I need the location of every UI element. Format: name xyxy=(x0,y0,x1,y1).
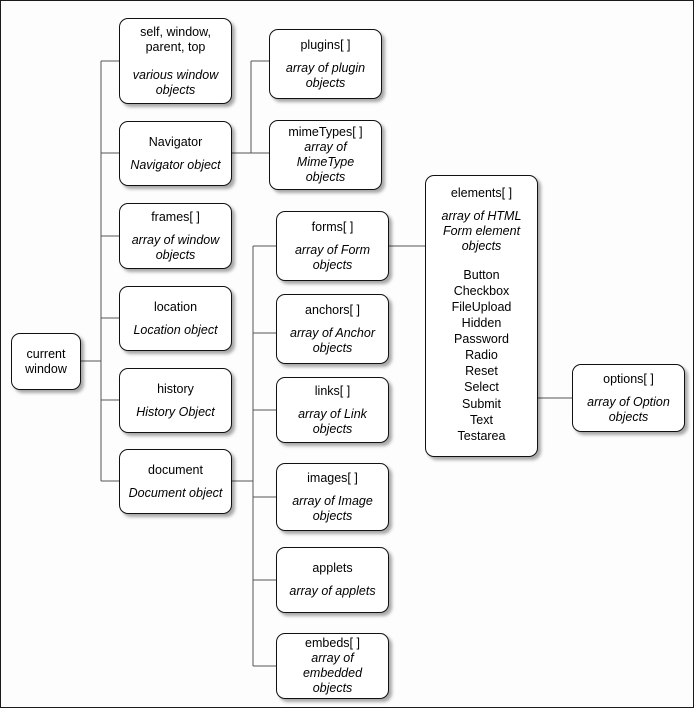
node-mimetypes[interactable]: mimeTypes[ ] array of MimeType objects xyxy=(269,120,382,190)
element-type: Hidden xyxy=(461,316,502,331)
node-title: Navigator xyxy=(148,134,203,149)
node-desc: array of Anchor objects xyxy=(290,325,375,355)
node-desc: array of Option objects xyxy=(587,394,670,424)
node-title: images[ ] xyxy=(307,470,358,485)
node-desc: History Object xyxy=(136,404,215,419)
node-location[interactable]: location Location object xyxy=(119,286,232,351)
node-desc: array of HTML Form element objects xyxy=(441,209,522,253)
node-desc: Navigator object xyxy=(130,157,221,172)
node-title: forms[ ] xyxy=(311,219,354,234)
node-title: frames[ ] xyxy=(151,209,200,224)
node-anchors[interactable]: anchors[ ] array of Anchor objects xyxy=(276,294,389,364)
node-frames[interactable]: frames[ ] array of window objects xyxy=(119,203,232,269)
node-forms[interactable]: forms[ ] array of Form objects xyxy=(276,211,389,281)
element-type: Reset xyxy=(465,364,498,379)
node-title: current window xyxy=(25,346,67,376)
element-type: Text xyxy=(470,412,493,427)
element-type: Submit xyxy=(462,396,501,411)
node-desc: various window objects xyxy=(132,67,219,97)
node-applets[interactable]: applets array of applets xyxy=(276,547,389,613)
node-elements[interactable]: elements[ ] array of HTML Form element o… xyxy=(425,175,538,457)
node-current-window[interactable]: current window xyxy=(11,333,81,390)
node-desc: array of MimeType objects xyxy=(296,140,355,184)
node-document[interactable]: document Document object xyxy=(119,449,232,514)
node-desc: array of Image objects xyxy=(292,493,373,523)
node-desc: array of Form objects xyxy=(294,242,370,272)
element-type: Button xyxy=(463,268,500,282)
node-options[interactable]: options[ ] array of Option objects xyxy=(572,364,685,432)
node-desc: array of plugin objects xyxy=(285,60,366,90)
element-type: Password xyxy=(454,332,509,347)
node-title: location xyxy=(153,299,198,314)
node-title: self, window, parent, top xyxy=(140,24,211,54)
node-embeds[interactable]: embeds[ ] array of embedded objects xyxy=(276,633,389,699)
element-type: Select xyxy=(464,380,499,395)
element-type-list: Button Checkbox FileUpload Hidden Passwo… xyxy=(452,267,512,444)
element-type: Testarea xyxy=(457,428,506,443)
node-title: links[ ] xyxy=(314,383,351,398)
node-links[interactable]: links[ ] array of Link objects xyxy=(276,377,389,443)
node-desc: array of embedded objects xyxy=(302,651,363,695)
node-desc: array of window objects xyxy=(131,232,220,262)
node-title: options[ ] xyxy=(603,371,654,386)
node-navigator[interactable]: Navigator Navigator object xyxy=(119,121,232,186)
node-title: elements[ ] xyxy=(450,186,513,200)
node-desc: Location object xyxy=(133,322,218,337)
node-title: history xyxy=(157,381,194,396)
node-images[interactable]: images[ ] array of Image objects xyxy=(276,463,389,531)
node-title: document xyxy=(148,462,203,477)
node-history[interactable]: history History Object xyxy=(119,368,232,433)
node-desc: Document object xyxy=(128,485,223,500)
element-type: Radio xyxy=(465,348,498,363)
element-type: FileUpload xyxy=(451,300,512,315)
node-title: embeds[ ] xyxy=(305,636,360,650)
node-title: mimeTypes[ ] xyxy=(288,125,363,139)
node-title: applets xyxy=(312,561,353,575)
node-title: anchors[ ] xyxy=(305,302,360,317)
node-title: plugins[ ] xyxy=(300,37,351,52)
node-desc: array of applets xyxy=(289,584,376,598)
node-self-window-parent-top[interactable]: self, window, parent, top various window… xyxy=(119,18,232,104)
element-type: Checkbox xyxy=(453,284,510,299)
node-plugins[interactable]: plugins[ ] array of plugin objects xyxy=(269,29,382,99)
node-desc: array of Link objects xyxy=(298,406,367,436)
